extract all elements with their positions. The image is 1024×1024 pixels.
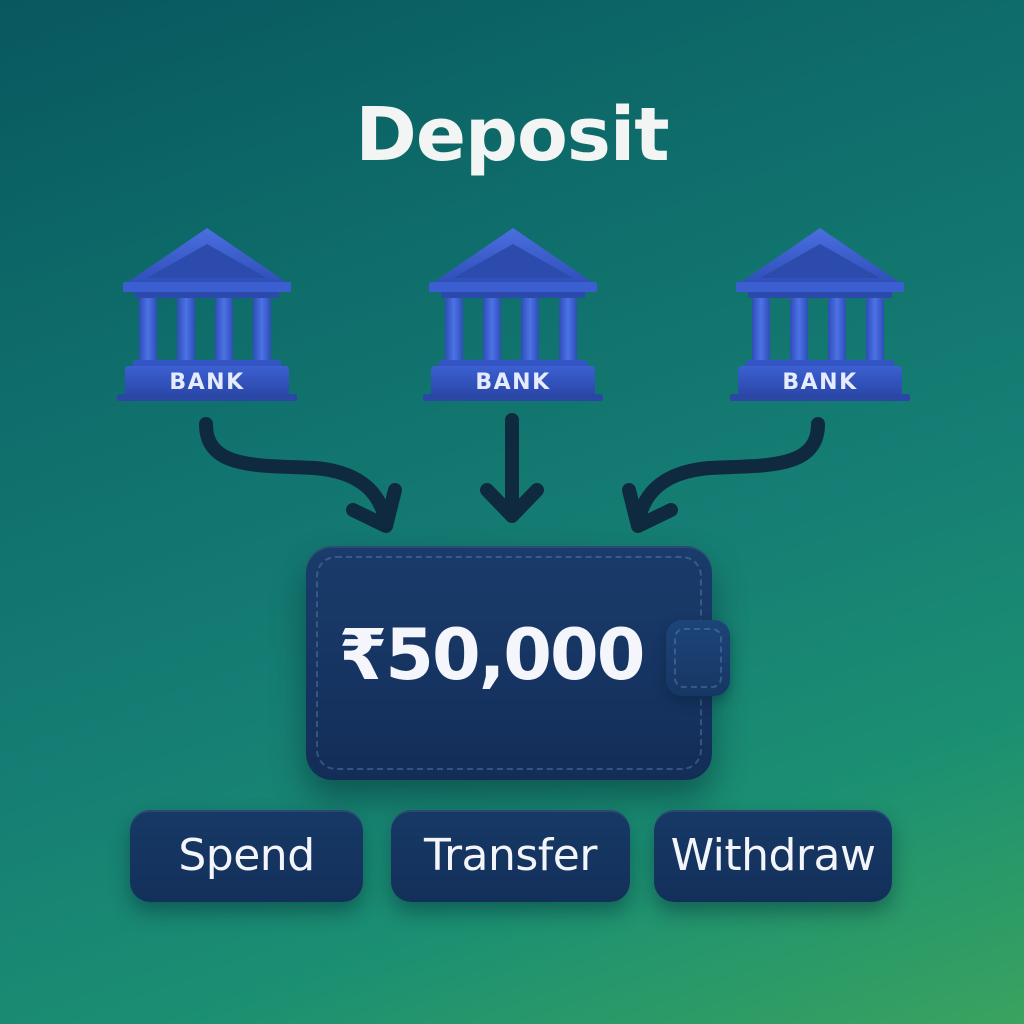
wallet-clasp-stitching bbox=[674, 628, 722, 688]
wallet-balance: ₹50,000 bbox=[306, 620, 676, 690]
spend-button[interactable]: Spend bbox=[130, 810, 363, 902]
withdraw-button[interactable]: Withdraw bbox=[654, 810, 892, 902]
transfer-button[interactable]: Transfer bbox=[391, 810, 630, 902]
